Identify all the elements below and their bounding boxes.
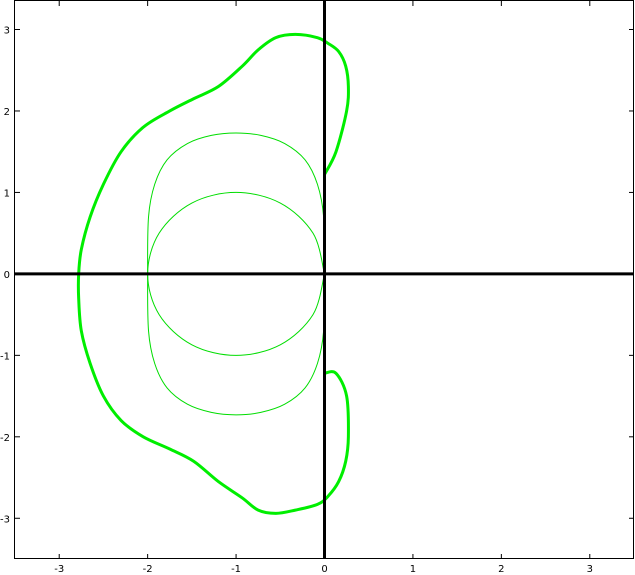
x-tick-label: 3 [587,564,593,575]
y-tick-label: 0 [4,270,10,281]
axes-layer [15,1,634,559]
y-tick-label: -1 [0,351,10,362]
y-tick-label: -2 [0,433,10,444]
series-curve-1 [76,32,350,515]
y-tick-label: 1 [4,188,10,199]
x-tick-label: 1 [410,564,416,575]
x-tick-label: 2 [498,564,504,575]
x-tick-label: -3 [54,564,64,575]
x-tick-label: 0 [321,564,327,575]
x-tick-label: -2 [143,564,153,575]
x-tick-label: -1 [231,564,241,575]
y-tick-label: -3 [0,514,10,525]
y-tick-label: 2 [4,107,10,118]
y-tick-label: 3 [4,26,10,37]
